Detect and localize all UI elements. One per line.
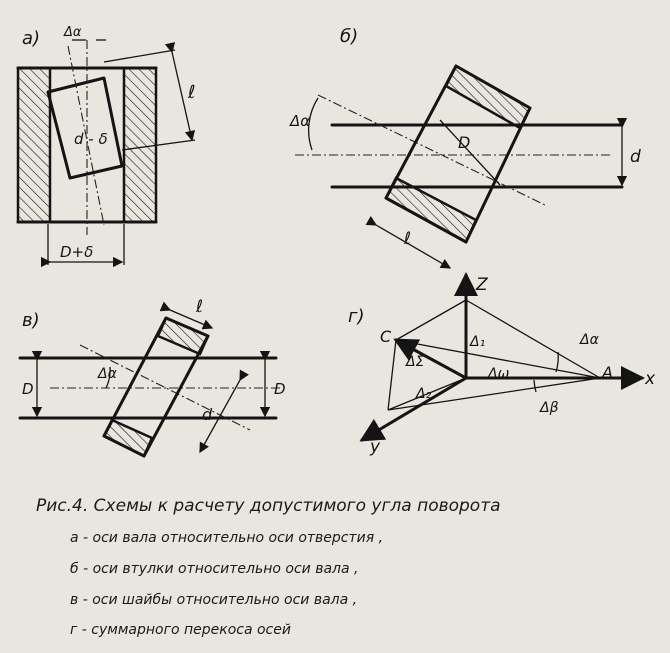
panel-v-letter: в) <box>22 310 40 331</box>
panel-b-delta-alpha: Δα <box>289 112 310 130</box>
panel-g-x-label: x <box>644 369 656 389</box>
panel-v-D-left: D <box>22 380 34 398</box>
bore-wall-left <box>16 66 52 224</box>
panel-v-d-label: d <box>202 405 213 424</box>
panel-g-A-label: A <box>601 363 613 382</box>
panel-v-delta-alpha: Δα <box>97 366 118 382</box>
panel-b-letter: б) <box>340 26 358 47</box>
panel-g-drawing <box>359 272 645 442</box>
panel-a-d-minus-delta: d - δ <box>74 130 108 148</box>
panel-g-C-label: C <box>380 327 392 346</box>
shaft-body <box>46 76 124 180</box>
panel-a-delta-alpha: Δα <box>63 25 82 40</box>
panel-g-delta-1: Δ₁ <box>469 334 485 350</box>
caption-line-b: б - оси втулки относительно оси вала , <box>70 561 359 577</box>
panel-b-d-label: d <box>630 147 641 167</box>
delta-sum-vector <box>393 338 468 380</box>
panel-b-l-label: ℓ <box>403 229 411 249</box>
panel-g-delta-beta: Δβ <box>539 400 559 416</box>
panel-g-delta-omega: Δω <box>487 366 510 382</box>
caption-line-a: а - оси вала относительно оси отверстия … <box>70 530 384 546</box>
panel-a-D-plus-delta: D+δ <box>60 243 93 261</box>
panel-v-drawing <box>18 301 280 458</box>
panel-g-delta-alpha: Δα <box>579 332 600 348</box>
bore-wall-right <box>122 66 158 224</box>
panel-a-drawing <box>16 39 196 268</box>
panel-g-delta-2: Δ₂ <box>415 386 432 402</box>
panel-g-letter: г) <box>348 306 364 327</box>
caption-line-v: в - оси шайбы относительно оси вала , <box>70 592 358 608</box>
caption-line-g: г - суммарного перекоса осей <box>70 622 291 638</box>
panel-b-D-label: D <box>458 133 470 152</box>
bushing-axis <box>317 94 546 206</box>
panel-v-D-right: D <box>274 380 286 398</box>
y-axis <box>359 376 468 442</box>
panel-a-l-label: ℓ <box>187 82 195 103</box>
panel-a-letter: а) <box>22 28 40 49</box>
figure-caption-title: Рис.4. Схемы к расчету допустимого угла … <box>36 496 501 516</box>
panel-b-drawing <box>295 64 628 269</box>
panel-g-y-label: y <box>369 437 381 457</box>
panel-g-z-label: Z <box>475 275 488 295</box>
panel-v-l-label: ℓ <box>195 297 203 317</box>
shaft-axis <box>67 45 105 226</box>
panel-g-delta-sum: ΔΣ <box>405 354 425 370</box>
